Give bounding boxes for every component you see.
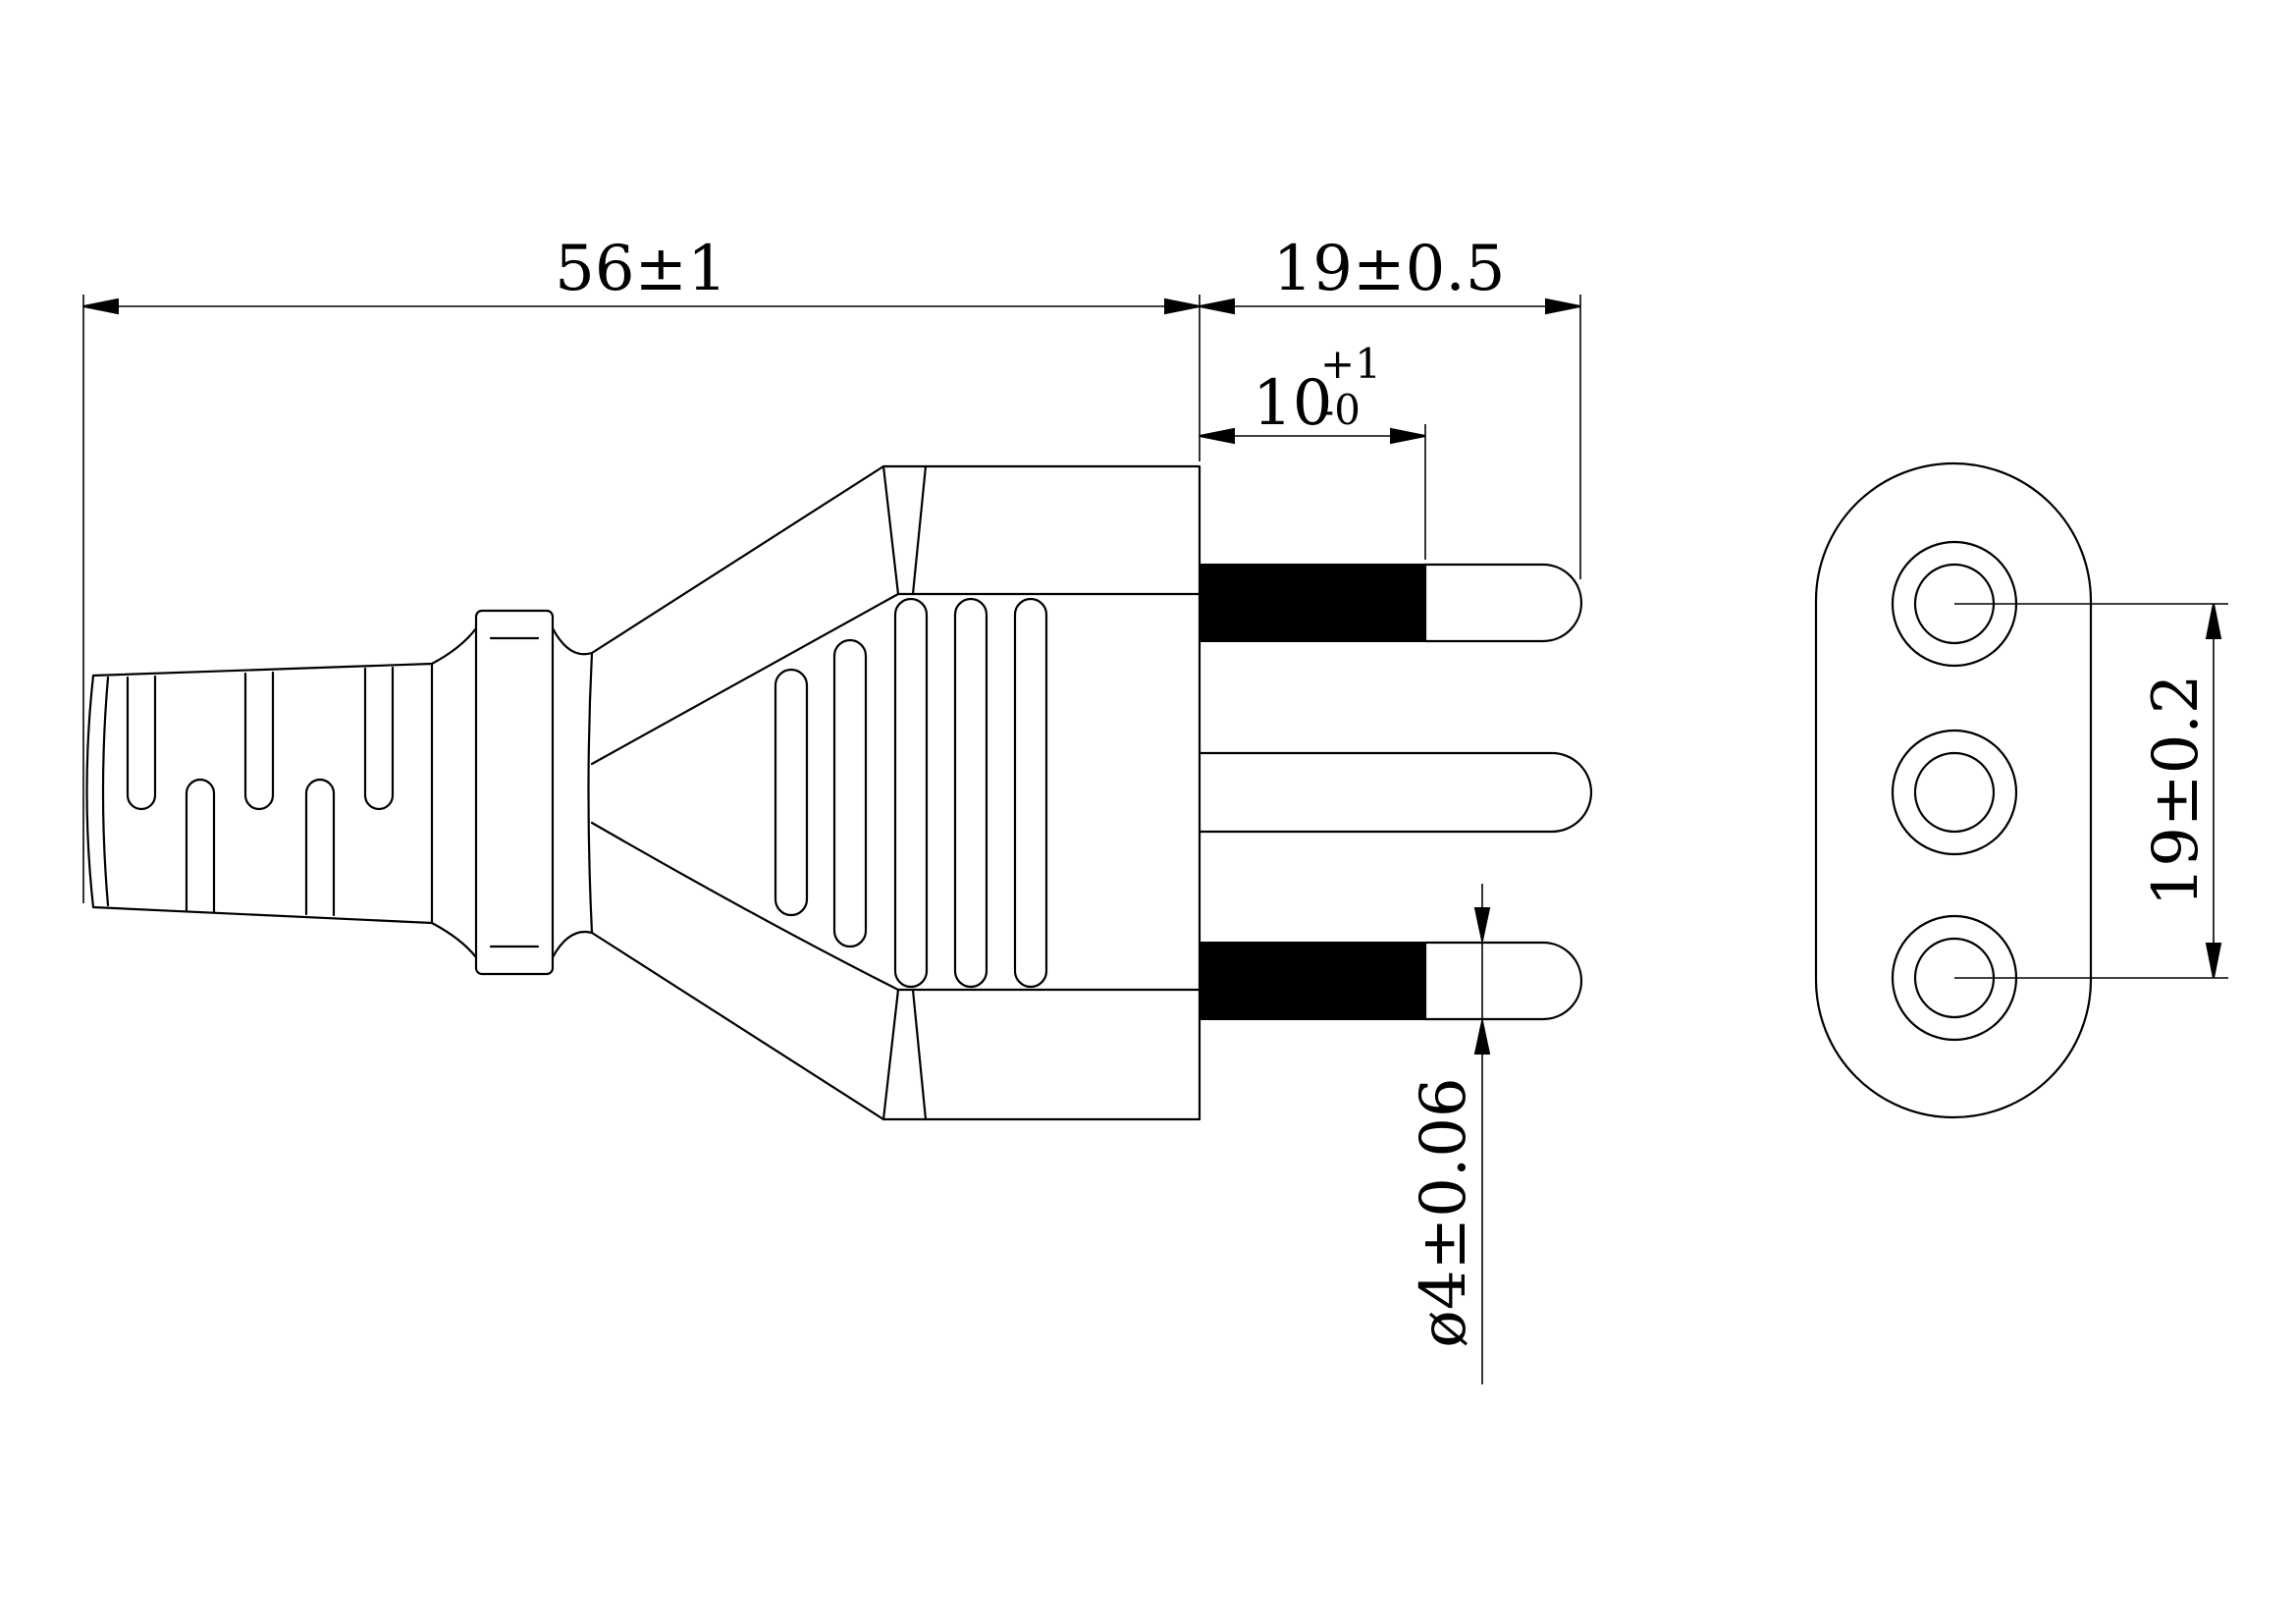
sleeve-length-lower-tolerance: -0: [1320, 386, 1361, 434]
pin-length-label: 19±0.5: [1273, 233, 1506, 305]
overall-length-label: 56±1: [555, 233, 727, 305]
strain-relief: [85, 662, 434, 925]
plug-side-view: 56±1 19±0.5 10 +1 -0 ø4±0.06: [82, 233, 1593, 1384]
overall-length-dimension: 56±1: [82, 233, 1201, 903]
middle-pin: [1198, 751, 1593, 834]
pin-diameter-label: ø4±0.06: [1408, 1077, 1480, 1347]
pin-diameter-dimension: ø4±0.06: [1408, 884, 1491, 1384]
pin-length-dimension: 19±0.5: [1199, 233, 1581, 579]
plug-body: [590, 464, 1201, 1121]
sleeve-length-base: 10: [1253, 367, 1332, 440]
pin-spacing-dimension: 19±0.2: [1954, 603, 2228, 979]
plug-face-view: 19±0.2: [1814, 461, 2228, 1119]
face-pin-middle: [1891, 729, 2018, 856]
pin-spacing-label: 19±0.2: [2140, 675, 2213, 907]
bottom-pin: [1199, 941, 1583, 1021]
pins: [1198, 563, 1593, 1021]
cord-collar: [430, 609, 594, 976]
face-outline: [1814, 461, 2093, 1119]
sleeve-length-dimension: 10 +1 -0: [1199, 340, 1426, 560]
top-pin: [1199, 563, 1583, 643]
sleeve-length-upper-tolerance: +1: [1320, 340, 1381, 388]
